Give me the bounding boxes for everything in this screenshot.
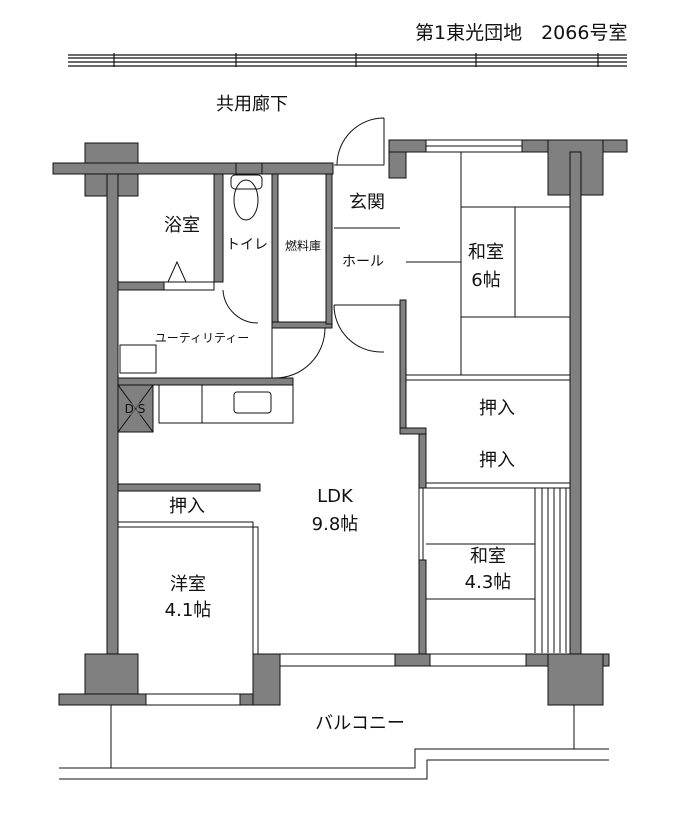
bath-step (167, 260, 187, 283)
walls (52, 139, 628, 706)
balcony-label: バルコニー (315, 713, 405, 734)
tokonoma-stripes (541, 488, 567, 653)
yoshitsu-name: 洋室 (170, 574, 206, 595)
ldk-name: LDK (317, 486, 353, 507)
page-title: 第1東光団地 2066号室 (415, 22, 628, 44)
toilet-door-swing (222, 289, 259, 324)
bath-door (163, 281, 215, 291)
washitsu43-name: 和室 (470, 546, 506, 567)
closet-label: 押入 (479, 398, 515, 419)
window-yoshitsu (145, 693, 241, 706)
washitsu6-size: 6帖 (471, 270, 501, 291)
closet-label: 押入 (479, 450, 515, 471)
utility-door-swing (271, 327, 326, 379)
toilet-bowl (233, 179, 259, 221)
fuel-storage-label: 燃料庫 (284, 239, 322, 253)
window-washitsu43 (429, 653, 527, 667)
washitsu43-size: 4.3帖 (464, 572, 512, 593)
hall-label: ホール (342, 254, 384, 270)
washing-machine (119, 344, 157, 374)
window-toilet (235, 162, 263, 175)
closet-label: 押入 (169, 496, 205, 517)
washitsu6-name: 和室 (468, 242, 504, 263)
fixtures (59, 117, 609, 780)
corridor-railing (68, 53, 627, 67)
window-ldk (279, 653, 396, 667)
toilet-tank (230, 174, 263, 190)
bath-label: 浴室 (164, 215, 200, 236)
entrance-door-swing (334, 117, 385, 166)
ldk-size: 9.8帖 (311, 514, 359, 535)
balcony-rail-inner (59, 748, 609, 769)
corridor-label: 共用廊下 (216, 94, 288, 115)
hall-door-swing (333, 304, 400, 353)
ds-label: D·S (124, 402, 146, 416)
yoshitsu-size: 4.1帖 (164, 600, 212, 621)
balcony-rail-outer (59, 759, 609, 780)
kitchen-sink (233, 391, 272, 414)
kitchen-counter (158, 384, 294, 424)
entrance-label: 玄関 (349, 192, 385, 213)
utility-label: ユーティリティー (154, 331, 250, 345)
toilet-label: トイレ (226, 237, 268, 253)
